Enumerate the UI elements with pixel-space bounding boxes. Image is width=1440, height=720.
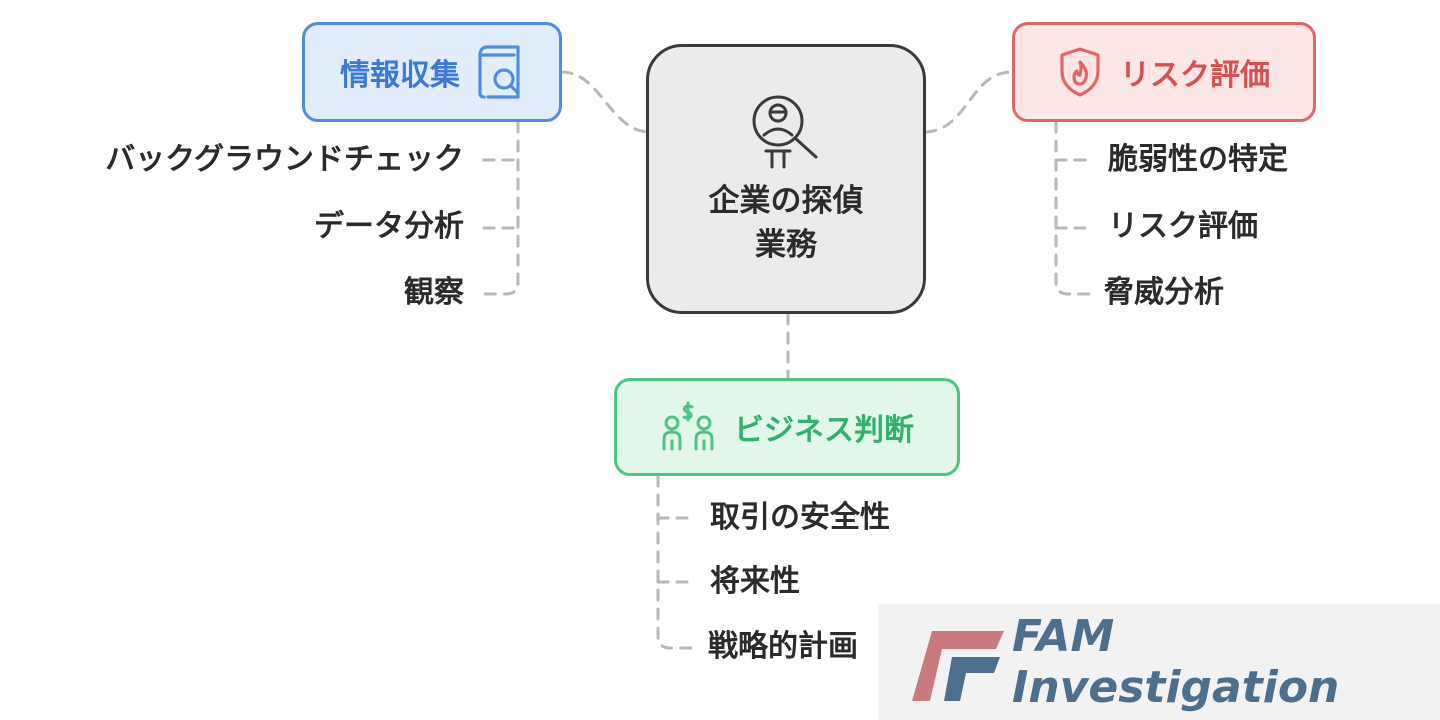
connector-risk-trunk	[1054, 120, 1092, 296]
leaf-risk-2: リスク評価	[1108, 209, 1258, 244]
leaf-info-1: バックグラウンドチェック	[105, 142, 464, 177]
fam-logo-icon	[904, 617, 1008, 707]
leaf-biz-2: 将来性	[710, 564, 800, 599]
leaf-risk-1: 脆弱性の特定	[1108, 142, 1288, 177]
watermark: FAM Investigation	[878, 604, 1440, 720]
people-money-icon	[660, 401, 716, 453]
center-node[interactable]: 企業の探偵 業務	[646, 44, 926, 314]
leaf-risk-3: 脅威分析	[1104, 275, 1224, 310]
leaf-biz-1: 取引の安全性	[710, 500, 890, 535]
center-title: 企業の探偵 業務	[666, 179, 906, 267]
watermark-brand: FAM Investigation	[1012, 611, 1340, 713]
connector-info-trunk	[482, 120, 520, 296]
branch-info-label: 情報収集	[340, 58, 460, 93]
leaf-info-3: 観察	[404, 275, 464, 310]
branch-risk-label: リスク評価	[1120, 58, 1270, 93]
search-document-icon	[474, 43, 524, 101]
branch-info-node[interactable]: 情報収集	[302, 22, 562, 122]
branch-biz-node[interactable]: ビジネス判断	[614, 378, 960, 476]
branch-risk-node[interactable]: リスク評価	[1012, 22, 1316, 122]
branch-biz-label: ビジネス判断	[734, 413, 914, 448]
connector-center-risk	[924, 70, 1014, 134]
connector-center-info	[560, 70, 650, 134]
leaf-biz-3: 戦略的計画	[708, 629, 858, 664]
center-title-line1: 企業の探偵	[708, 183, 864, 219]
detective-icon	[746, 91, 826, 175]
connector-biz-trunk	[656, 474, 694, 650]
center-title-line2: 業務	[755, 227, 817, 263]
leaf-info-2: データ分析	[314, 209, 464, 244]
shield-fire-icon	[1058, 46, 1102, 98]
